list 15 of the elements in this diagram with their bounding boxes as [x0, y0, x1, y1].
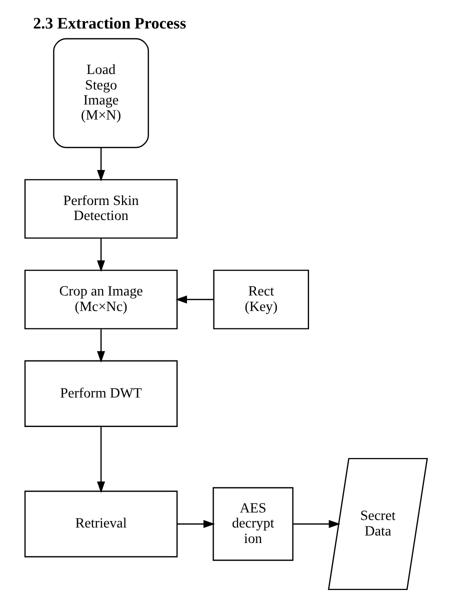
arrow [97, 329, 106, 363]
node-box: Retrieval [24, 490, 178, 558]
node-box: Rect (Key) [213, 270, 310, 330]
arrow [177, 520, 215, 528]
arrow [293, 520, 340, 528]
arrow [97, 238, 106, 272]
node-box: AES decrypt ion [212, 487, 294, 561]
node-box: Perform DWT [24, 360, 178, 427]
arrow [176, 295, 214, 304]
node-box: Perform Skin Detection [24, 179, 178, 239]
node-box: Crop an Image (Mc×Nc) [24, 270, 178, 330]
arrow [97, 426, 106, 494]
diagram-title: 2.3 Extraction Process [33, 15, 186, 32]
node-box: Load Stego Image (M×N) [53, 38, 149, 148]
arrow [97, 148, 106, 182]
